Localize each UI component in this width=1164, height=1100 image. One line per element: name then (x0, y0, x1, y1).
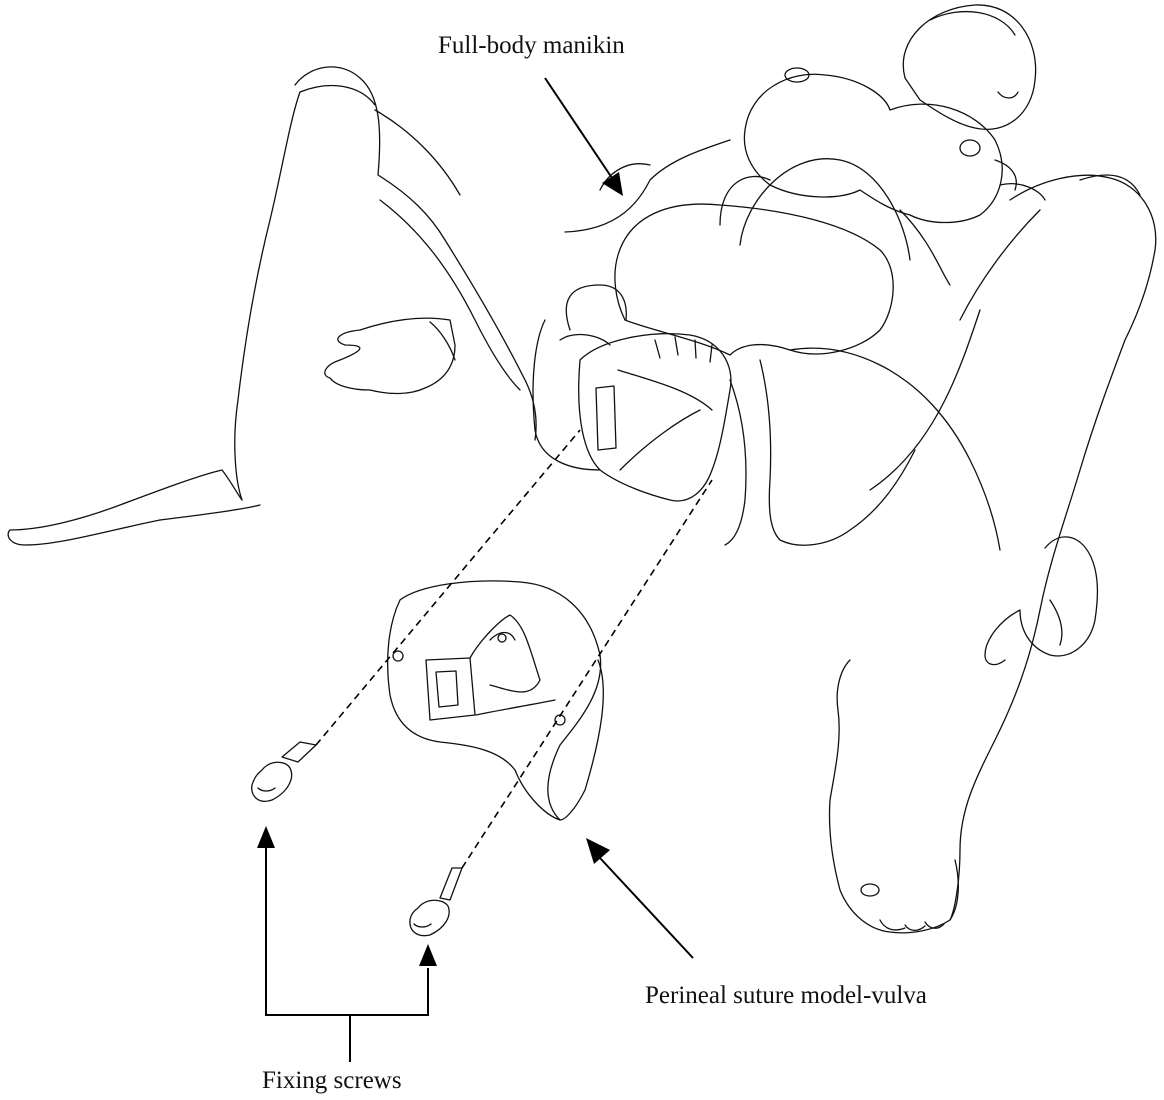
manikin-left-hand (325, 318, 455, 393)
manikin-left-leg (295, 67, 536, 440)
screw-1-arrowhead (257, 826, 275, 848)
manikin-head (903, 5, 1035, 129)
manikin-right-hand (985, 537, 1097, 665)
vulva-leader-line (600, 858, 693, 958)
manikin-right-foot (829, 660, 958, 933)
manikin-leader-line (545, 78, 612, 178)
perineal-model-outline (388, 581, 601, 820)
fixing-screw-1 (252, 742, 316, 801)
manikin-drawing (8, 5, 1156, 933)
manikin-abdomen (615, 204, 893, 355)
vulva-arrowhead (586, 838, 610, 864)
screw-2-arrowhead (419, 944, 437, 966)
full-body-manikin-label: Full-body manikin (438, 33, 625, 58)
manikin-arrowhead (602, 172, 623, 196)
fixing-screw-2 (410, 868, 462, 936)
leader-arrows (257, 78, 693, 1062)
fixing-screws-label: Fixing screws (262, 1068, 402, 1093)
perineal-model-label: Perineal suture model-vulva (645, 983, 927, 1008)
screws-bracket (266, 844, 428, 1015)
perineal-model-drawing (388, 581, 604, 820)
manikin-chest (744, 74, 1002, 222)
